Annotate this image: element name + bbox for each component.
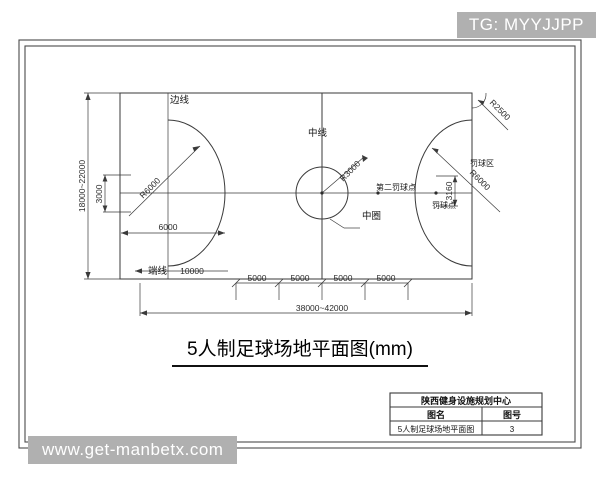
- dim-chain: 5000 5000 5000 5000: [231, 273, 413, 300]
- title-block-col2-value: 3: [510, 425, 515, 434]
- center-circle-leader: [329, 218, 345, 229]
- dim-corner-radius-text: R2500: [488, 97, 513, 122]
- title-block-col2-header: 图号: [503, 410, 521, 420]
- dim-corner-radius: R2500: [477, 97, 513, 131]
- dim-goal-line-text: 10000: [180, 266, 204, 276]
- label-second-penalty-spot: 第二罚球点: [376, 182, 416, 192]
- label-penalty-spot: 罚球点: [432, 200, 456, 210]
- kickoff-spot-marker: [320, 191, 324, 195]
- dim-chain-4: 5000: [377, 273, 396, 283]
- label-center-circle: 中圈: [362, 210, 381, 222]
- penalty-spot-marker: [434, 191, 438, 195]
- dim-overall-width-text: 18000~22000: [77, 160, 87, 213]
- dim-overall-width: 18000~22000: [77, 92, 122, 280]
- title-block-frame: [389, 392, 543, 436]
- center-circle: [295, 166, 349, 220]
- dim-right-penalty-radius-text: R6000: [468, 167, 493, 192]
- title-block-organization: 陕西健身设施规划中心: [421, 395, 511, 406]
- dim-left-penalty-radius: R6000: [128, 145, 201, 217]
- center-radius-leader: [321, 156, 365, 194]
- pitch-boundary: [119, 92, 473, 280]
- second-penalty-spot-marker: [376, 191, 380, 195]
- right-penalty-arc: [414, 119, 473, 267]
- dim-overall-length: 38000~42000: [139, 283, 473, 316]
- dim-penalty-spot-offset: 3160: [436, 175, 458, 207]
- dim-overall-length-text: 38000~42000: [296, 303, 349, 313]
- label-sideline: 边线: [170, 94, 190, 106]
- label-penalty-area: 罚球区: [470, 158, 494, 168]
- dim-goal-width-text: 3000: [94, 184, 104, 203]
- dim-chain-1: 5000: [248, 273, 267, 283]
- dim-left-penalty-radius-text: R6000: [137, 175, 162, 200]
- pitch-outline: [119, 92, 473, 280]
- dim-chain-2: 5000: [291, 273, 310, 283]
- dim-chain-3: 5000: [334, 273, 353, 283]
- main-title: 5人制足球场地平面图(mm): [187, 338, 413, 360]
- left-penalty-arc: [167, 119, 226, 267]
- label-center-line: 中线: [308, 127, 328, 139]
- dim-center-radius-text: R3000: [337, 158, 362, 183]
- title-block-col1-header: 图名: [427, 409, 445, 420]
- dim-goal-width: 3000: [94, 174, 131, 213]
- title-block-col1-value: 5人制足球场地平面图: [398, 424, 474, 434]
- sheet-border-outer: [18, 39, 582, 449]
- watermark-bottom-left: www.get-manbetx.com: [28, 436, 238, 464]
- dim-goal-line: 10000: [135, 266, 228, 276]
- label-goal-line: 端线: [148, 265, 168, 277]
- watermark-top-right: TG: MYYJJPP: [456, 12, 596, 38]
- sheet-border-inner: [24, 45, 576, 443]
- center-radius-arrow: [362, 155, 368, 162]
- dim-penalty-depth: 6000: [121, 222, 225, 236]
- dim-penalty-depth-text: 6000: [159, 222, 178, 232]
- title-block: 陕西健身设施规划中心 图名 图号 5人制足球场地平面图 3: [389, 392, 543, 436]
- dim-penalty-spot-offset-text: 3160: [444, 181, 454, 200]
